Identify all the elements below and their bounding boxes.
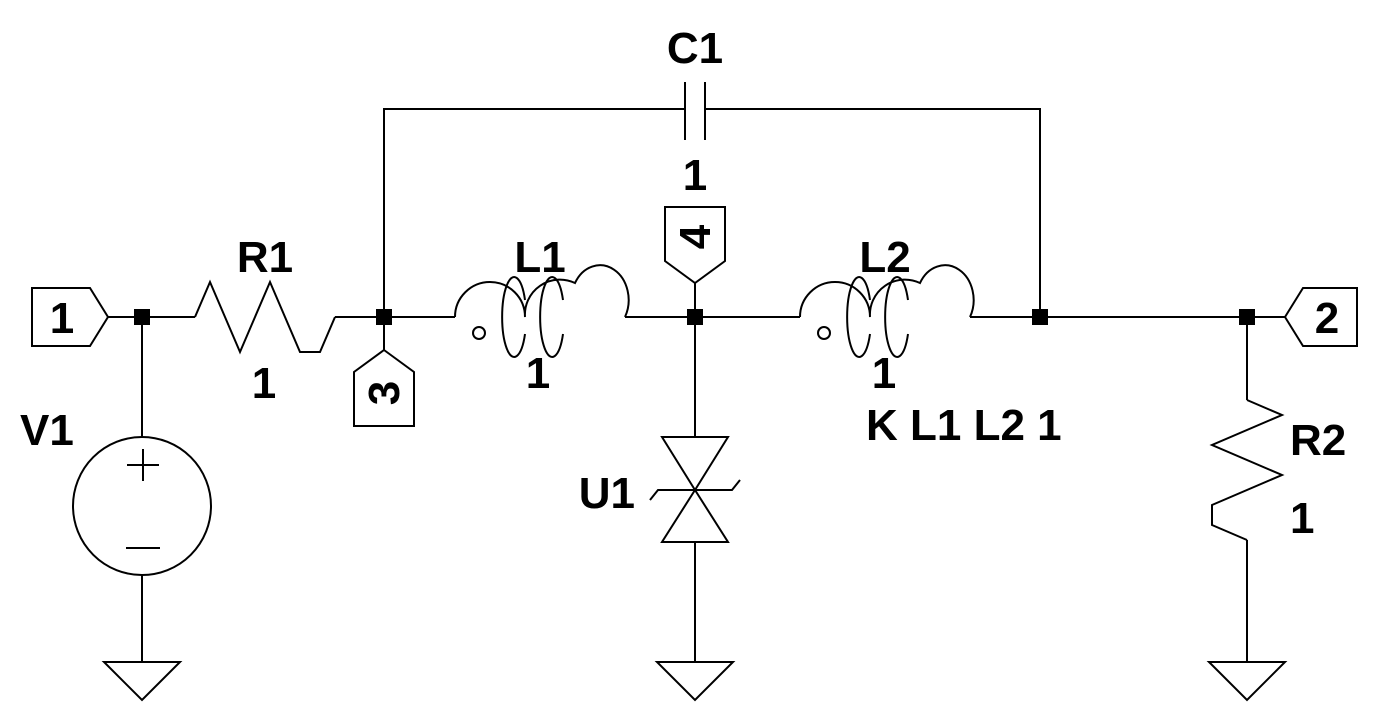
inductor-l1-loop-b [539, 276, 564, 358]
resistor-r2-name: R2 [1290, 416, 1346, 465]
port-4-label: 4 [671, 224, 720, 249]
capacitor-c1[interactable]: C1 1 [667, 24, 723, 200]
tvs-diode-u1[interactable]: U1 [579, 436, 741, 543]
ground-icon [654, 661, 736, 702]
inductor-l2-dot [817, 326, 831, 340]
inductor-l2-coil [799, 264, 975, 318]
tvs-diode-u1-triangle-bottom [660, 488, 730, 543]
resistor-r1[interactable]: R1 1 [194, 233, 336, 408]
junction-l2-c1 [1032, 309, 1048, 325]
capacitor-c1-name: C1 [667, 24, 723, 73]
resistor-r1-symbol [194, 279, 336, 355]
resistor-r2-value: 1 [1290, 494, 1314, 543]
inductor-l1[interactable]: L1 1 [454, 233, 630, 398]
port-2-flag [1283, 287, 1358, 347]
port-2-label: 2 [1315, 294, 1339, 343]
inductor-l2-loop-a [846, 276, 871, 358]
inductor-l1-value: 1 [526, 349, 550, 398]
voltage-source-v1-name: V1 [20, 406, 74, 455]
capacitor-c1-value: 1 [683, 151, 707, 200]
port-4[interactable]: 4 [664, 206, 726, 285]
inductor-l1-name: L1 [514, 233, 565, 282]
coupling-directive: K L1 L2 1 [866, 401, 1062, 450]
junction-node2 [1239, 309, 1255, 325]
inductor-l2-loop-b [884, 276, 909, 358]
port-1-label: 1 [50, 294, 74, 343]
junction-node4 [687, 309, 703, 325]
port-3-label: 3 [360, 381, 409, 405]
voltage-source-v1-circle [72, 436, 212, 576]
inductor-l1-coil [454, 264, 630, 318]
tvs-diode-u1-name: U1 [579, 469, 635, 518]
port-3-flag [353, 348, 415, 427]
resistor-r1-value: 1 [252, 359, 276, 408]
resistor-r2-symbol [1209, 399, 1285, 541]
wire-node3-c1 [383, 108, 685, 317]
ground-icon [101, 661, 183, 702]
port-1-flag [31, 287, 110, 347]
resistor-r2[interactable]: R2 1 [1209, 399, 1346, 543]
junction-node3 [376, 309, 392, 325]
resistor-r1-name: R1 [237, 233, 293, 282]
voltage-source-v1[interactable]: V1 [20, 406, 212, 576]
tvs-diode-u1-bar [649, 479, 741, 501]
inductor-l2[interactable]: L2 1 [799, 233, 975, 398]
junction-node1 [134, 309, 150, 325]
port-4-flag [664, 206, 726, 285]
inductor-l2-name: L2 [859, 233, 910, 282]
tvs-diode-u1-triangle-top [660, 436, 730, 492]
ground-icon [1206, 661, 1288, 702]
inductor-l2-value: 1 [872, 349, 896, 398]
port-2[interactable]: 2 [1283, 287, 1358, 347]
grounds [101, 661, 1288, 702]
inductor-l1-dot [472, 326, 486, 340]
wires [108, 108, 1285, 662]
port-1[interactable]: 1 [31, 287, 110, 347]
inductor-l1-loop-a [501, 276, 526, 358]
wire-c1-node2 [705, 108, 1041, 317]
junctions [134, 309, 1255, 325]
port-3[interactable]: 3 [353, 348, 415, 427]
